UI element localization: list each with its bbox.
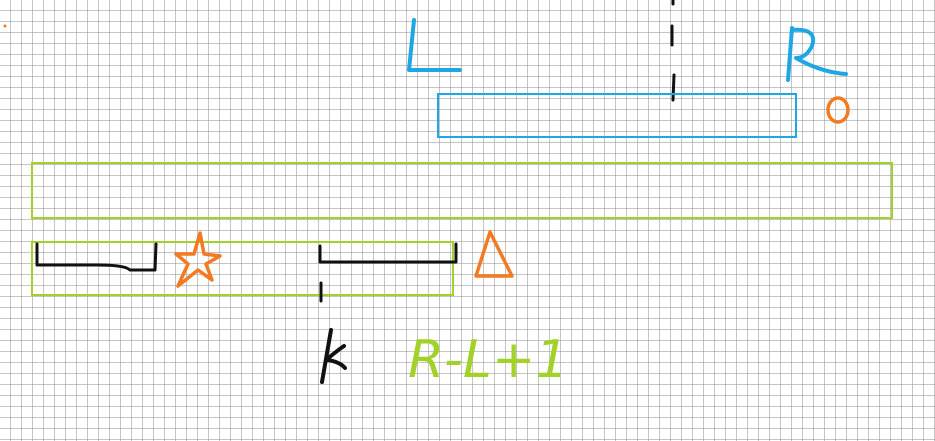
blue-range-bar — [437, 93, 797, 138]
label-R-glyph — [786, 26, 848, 82]
green-subarray-bar — [31, 241, 454, 296]
label-R: R — [785, 25, 786, 26]
green-array-bar — [31, 162, 893, 219]
label-zero-glyph — [826, 96, 850, 124]
bracket-left — [35, 242, 158, 272]
bracket-right — [318, 242, 458, 264]
label-zero: o — [828, 98, 829, 99]
label-length: R-L+1 — [408, 330, 569, 390]
label-k-glyph — [320, 328, 347, 384]
label-k: k — [320, 330, 321, 331]
triangle-icon — [474, 230, 514, 278]
label-L-glyph — [407, 18, 462, 72]
stray-dot — [3, 24, 7, 28]
dashed-divider — [670, 0, 676, 102]
label-L: L — [405, 12, 406, 13]
star-icon — [174, 231, 222, 288]
